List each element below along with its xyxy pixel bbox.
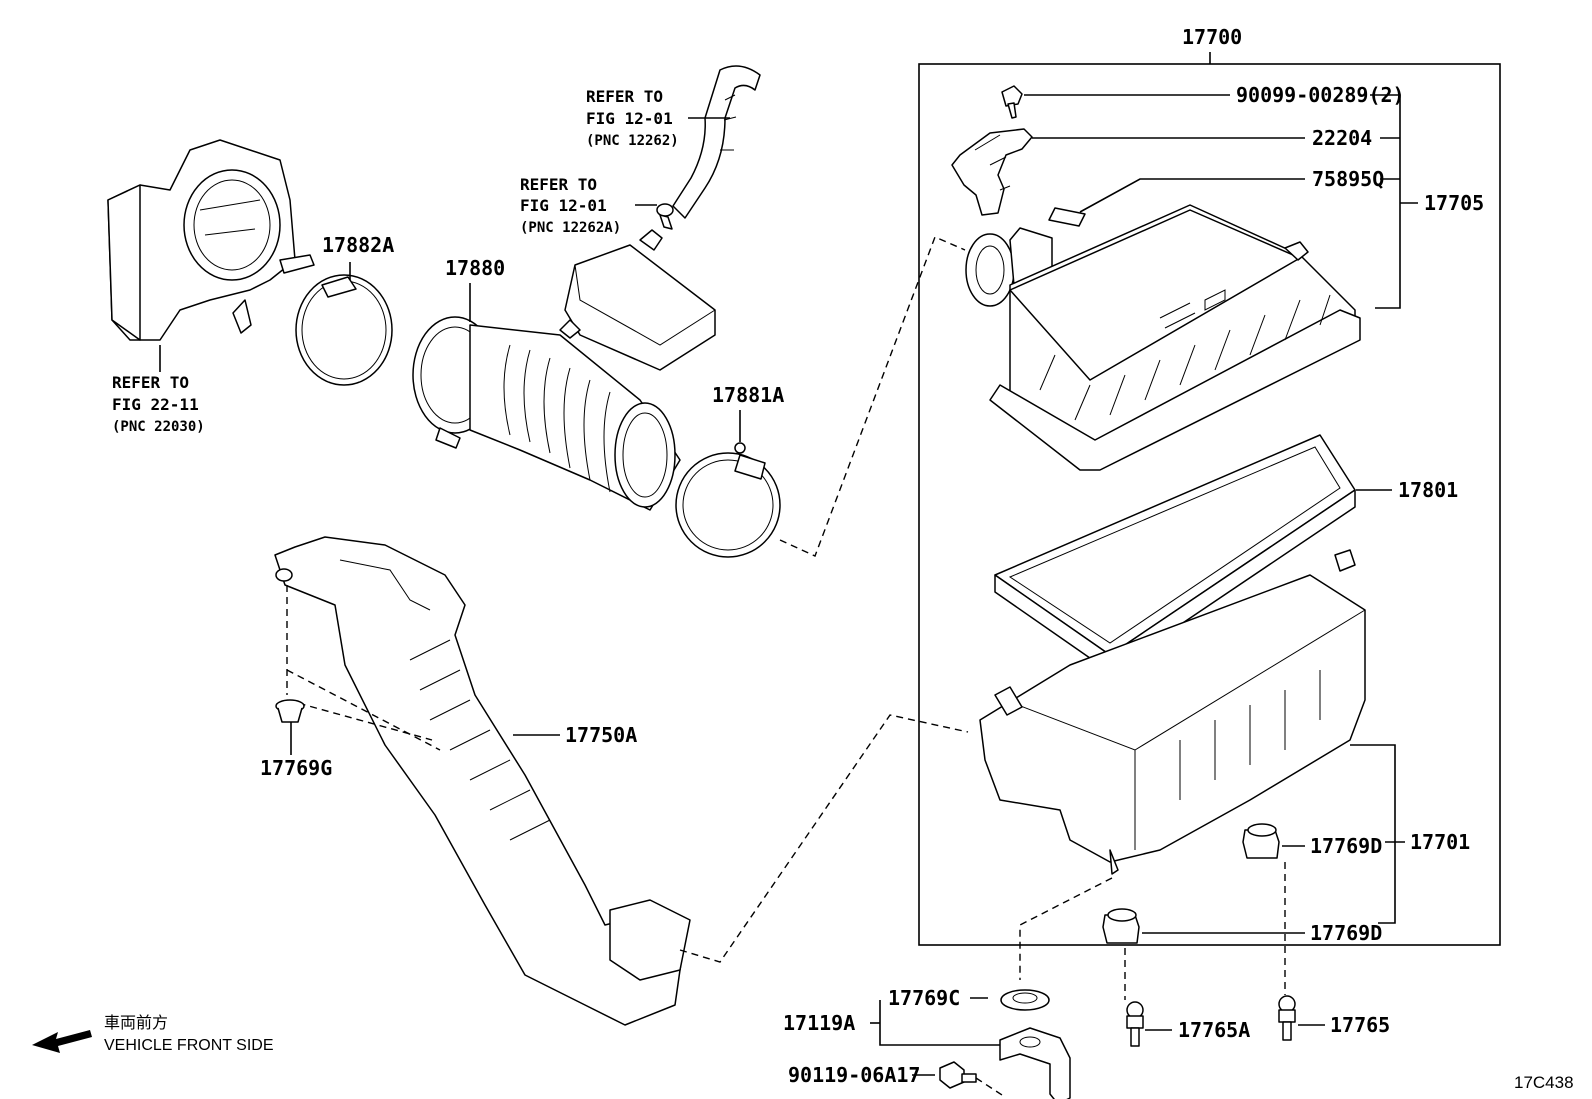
label-17769C: 17769C (888, 986, 960, 1010)
grommet-d2-part (1102, 908, 1140, 944)
label-90119-06A17: 90119-06A17 (788, 1063, 920, 1087)
resonator-part (559, 229, 716, 371)
screw-part (1001, 85, 1023, 119)
inlet-hose-part (412, 316, 681, 511)
pin-a-part (1126, 1001, 1144, 1047)
hose-clamp-b-part (675, 442, 781, 558)
ref-throttle-line1: REFER TO (112, 373, 189, 392)
label-17119A: 17119A (783, 1011, 855, 1035)
grommet-d1-part (1242, 823, 1280, 859)
throttle-body-part (107, 139, 315, 341)
ref-clip-line3: (PNC 12262A) (520, 220, 621, 236)
hose-clamp-a-part (295, 274, 393, 386)
ref-hose-line1: REFER TO (586, 87, 663, 106)
label-17765: 17765 (1330, 1013, 1390, 1037)
grommet-c-part (1000, 989, 1050, 1011)
air-cleaner-cap-part (965, 204, 1361, 471)
vehicle-front-note-en: VEHICLE FRONT SIDE (104, 1037, 274, 1054)
grommet-g-part (275, 699, 305, 723)
figure-code: 17C438 (1514, 1073, 1574, 1092)
caution-label-part (1048, 207, 1086, 227)
label-17769D-lower: 17769D (1310, 921, 1382, 945)
label-17880: 17880 (445, 256, 505, 280)
label-17882A: 17882A (322, 233, 394, 257)
label-75895Q: 75895Q (1312, 167, 1384, 191)
label-17769D-upper: 17769D (1310, 834, 1382, 858)
label-22204: 22204 (1312, 126, 1372, 150)
airflow-sensor-part (951, 128, 1033, 216)
ref-clip-line2: FIG 12-01 (520, 196, 607, 215)
label-17705: 17705 (1424, 191, 1484, 215)
label-17750A: 17750A (565, 723, 637, 747)
ref-throttle-line3: (PNC 22030) (112, 419, 205, 435)
label-17701: 17701 (1410, 830, 1470, 854)
front-direction-arrow-icon (32, 1030, 92, 1053)
label-17765A: 17765A (1178, 1018, 1250, 1042)
pin-part (1278, 995, 1296, 1041)
breather-hose-part (672, 65, 761, 219)
ref-clip-line1: REFER TO (520, 175, 597, 194)
hose-clip-part (656, 203, 674, 230)
label-17769G: 17769G (260, 756, 332, 780)
vehicle-front-note-jp: 車両前方 (104, 1014, 168, 1032)
label-17881A: 17881A (712, 383, 784, 407)
bracket-part (999, 1027, 1071, 1099)
air-cleaner-case-part (979, 549, 1366, 875)
bolt-part (939, 1061, 977, 1089)
ref-hose-line3: (PNC 12262) (586, 133, 679, 149)
label-17700: 17700 (1182, 25, 1242, 49)
label-17801: 17801 (1398, 478, 1458, 502)
ref-throttle-line2: FIG 22-11 (112, 395, 199, 414)
air-intake-duct-part (274, 536, 691, 1026)
ref-hose-line2: FIG 12-01 (586, 109, 673, 128)
